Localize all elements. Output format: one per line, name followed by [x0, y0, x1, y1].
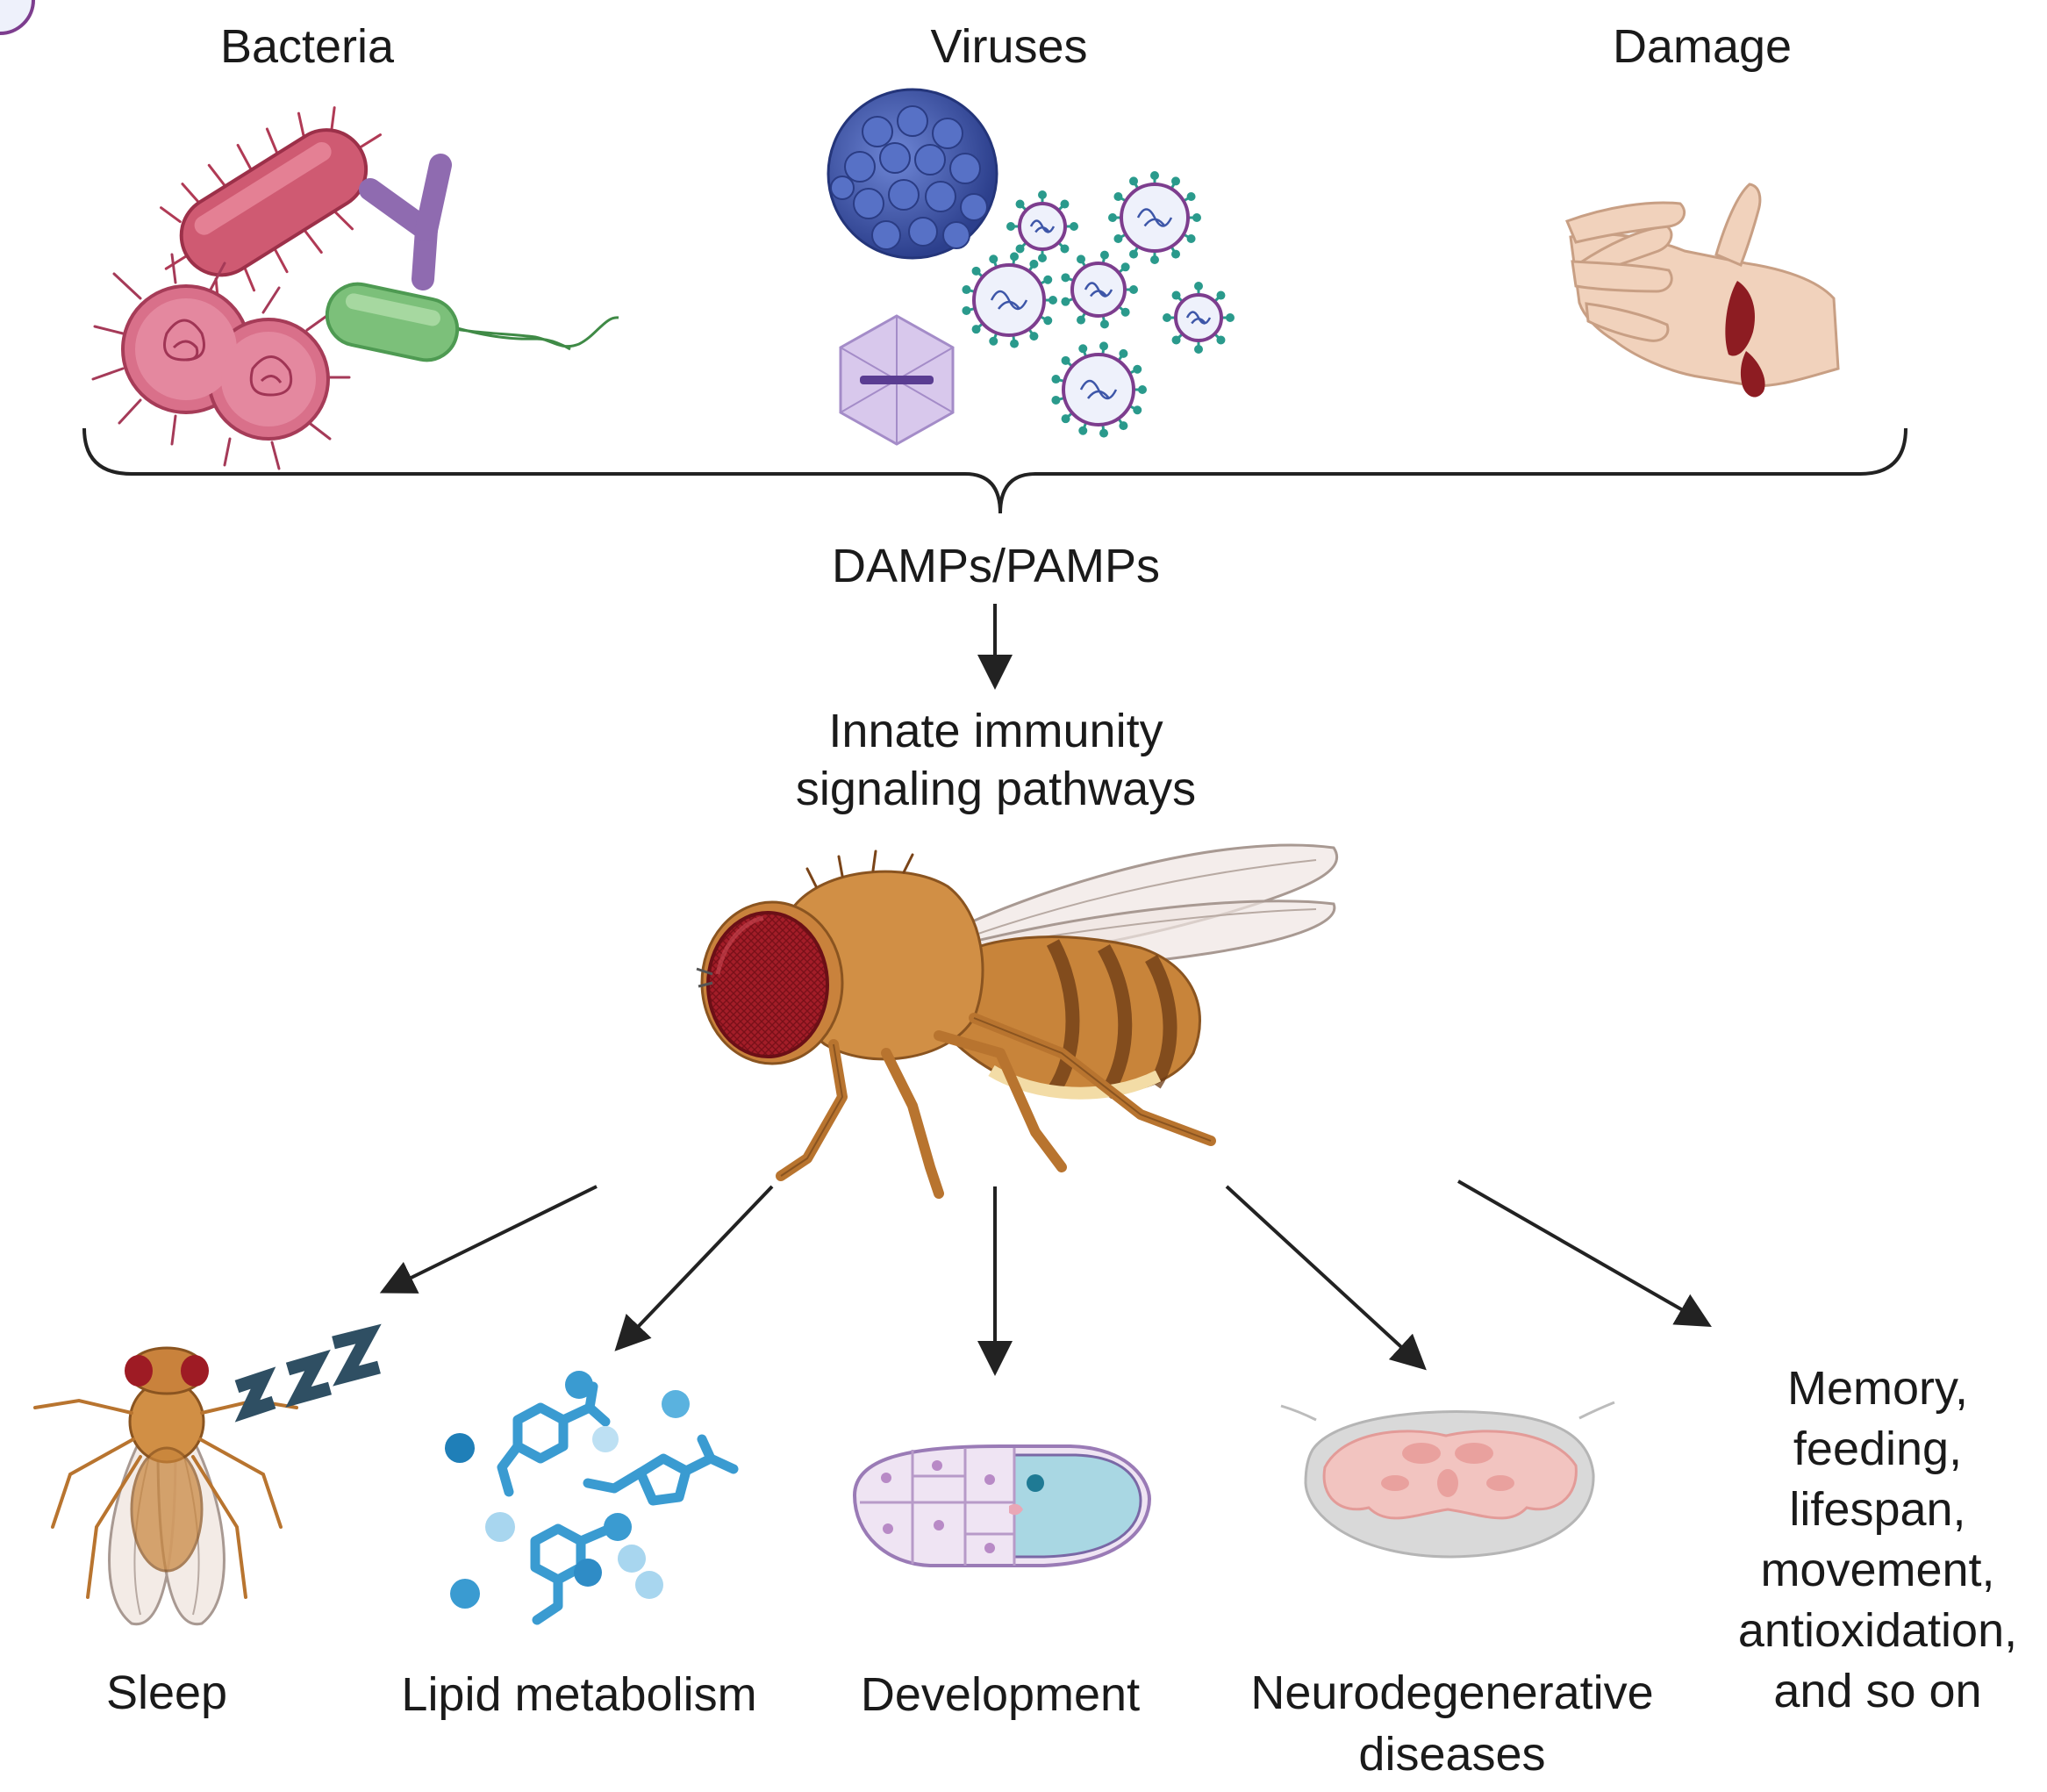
- output-arrows: [379, 1179, 1712, 1376]
- enveloped-virus-icon: [1163, 282, 1235, 354]
- grouping-brace: [82, 427, 1907, 514]
- sleep-zzz-icon: [234, 1323, 382, 1423]
- bacteria-icon: [91, 106, 619, 470]
- label-sleep: Sleep: [105, 1667, 228, 1719]
- fly-brain-icon: [1280, 1401, 1615, 1559]
- arrow-to-other: [1457, 1179, 1712, 1327]
- label-development: Development: [860, 1668, 1141, 1721]
- enveloped-virus-icon: [1108, 171, 1201, 264]
- arrow-to-neuro: [1225, 1185, 1427, 1371]
- enveloped-virus-icon: [1006, 190, 1078, 262]
- label-lipid-metabolism: Lipid metabolism: [401, 1668, 757, 1721]
- label-viruses: Viruses: [930, 20, 1088, 73]
- sleeping-fly-icon: [33, 1346, 298, 1626]
- lipid-molecules-icon: [445, 1371, 739, 1625]
- label-other-functions: Memory, feeding, lifespan, movement, ant…: [1737, 1362, 2018, 1717]
- label-damps-pamps: DAMPs/PAMPs: [831, 540, 1161, 592]
- arrow-to-lipid: [614, 1185, 774, 1351]
- label-innate-immunity: Innate immunity signaling pathways: [795, 705, 1197, 815]
- label-damage: Damage: [1612, 20, 1793, 73]
- enveloped-virus-icon: [1051, 341, 1147, 438]
- egg-chamber-icon: [852, 1444, 1152, 1567]
- enveloped-virus-icon: [1061, 250, 1138, 329]
- virus-icon: [0, 0, 1235, 446]
- label-bacteria: Bacteria: [219, 20, 395, 73]
- wounded-hand-icon: [1565, 183, 1840, 398]
- fruit-fly-icon: [696, 843, 1339, 1199]
- arrow-to-sleep: [379, 1185, 598, 1294]
- label-neurodegenerative: Neurodegenerative diseases: [1250, 1667, 1654, 1781]
- enveloped-virus-group: [962, 171, 1235, 438]
- enveloped-virus-icon: [962, 252, 1057, 348]
